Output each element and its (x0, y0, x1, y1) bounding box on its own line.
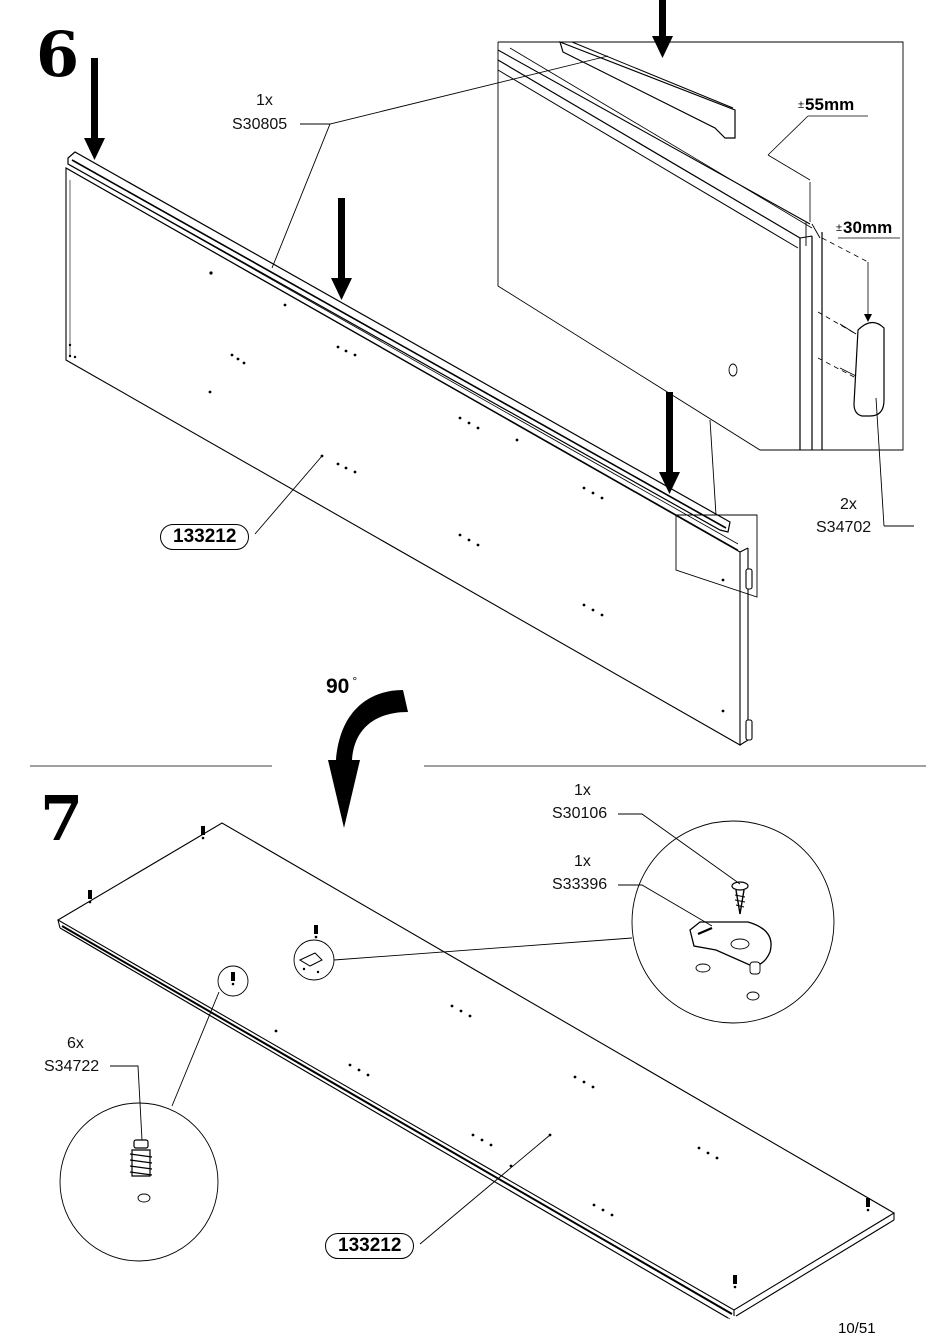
rail-qty: 1x (256, 92, 273, 109)
step6-down-arrows (84, 0, 680, 494)
pins-code: S34722 (44, 1058, 100, 1075)
clips-qty: 2x (840, 496, 857, 513)
tolerance-symbol: ± (836, 222, 843, 234)
rail-offset-dimension: ±55mm (798, 96, 854, 114)
holder-qty: 1x (574, 853, 591, 870)
rotation-arrow (328, 690, 408, 828)
step6-panel-code: 133212 (160, 524, 250, 550)
step6-leaders (254, 55, 914, 535)
step7-detail-pin (59, 991, 220, 1262)
rotation-angle: 90° (326, 670, 357, 698)
clip-offset-dimension: ±30mm (836, 219, 892, 237)
pins-qty: 6x (67, 1035, 84, 1052)
step7-leaders (110, 813, 741, 1245)
rail-code: S30805 (232, 116, 288, 133)
step6-clip-marks (745, 568, 753, 741)
step6-panel-holes (68, 271, 725, 713)
clips-code: S34702 (816, 519, 872, 536)
holder-code: S33396 (552, 876, 608, 893)
screw-qty: 1x (574, 782, 591, 799)
rotation-unit: ° (352, 674, 358, 688)
screw-code: S30106 (552, 805, 608, 822)
step7-panel (56, 822, 896, 1320)
clip-offset-value: 30mm (843, 218, 893, 237)
step7-panel-code: 133212 (325, 1233, 415, 1259)
step7-detail-holder (333, 820, 835, 1024)
step6-number: 6 (36, 18, 80, 91)
step6-detail-view (497, 40, 904, 451)
step6-callout-box (675, 419, 758, 598)
rail-offset-value: 55mm (805, 95, 855, 114)
rotation-value: 90 (326, 675, 350, 698)
step6-panel (65, 167, 749, 746)
page-number: 10/51 (838, 1320, 876, 1337)
step7-number: 7 (40, 782, 84, 855)
tolerance-symbol: ± (798, 99, 805, 111)
step6-rail-s30805 (65, 151, 739, 551)
